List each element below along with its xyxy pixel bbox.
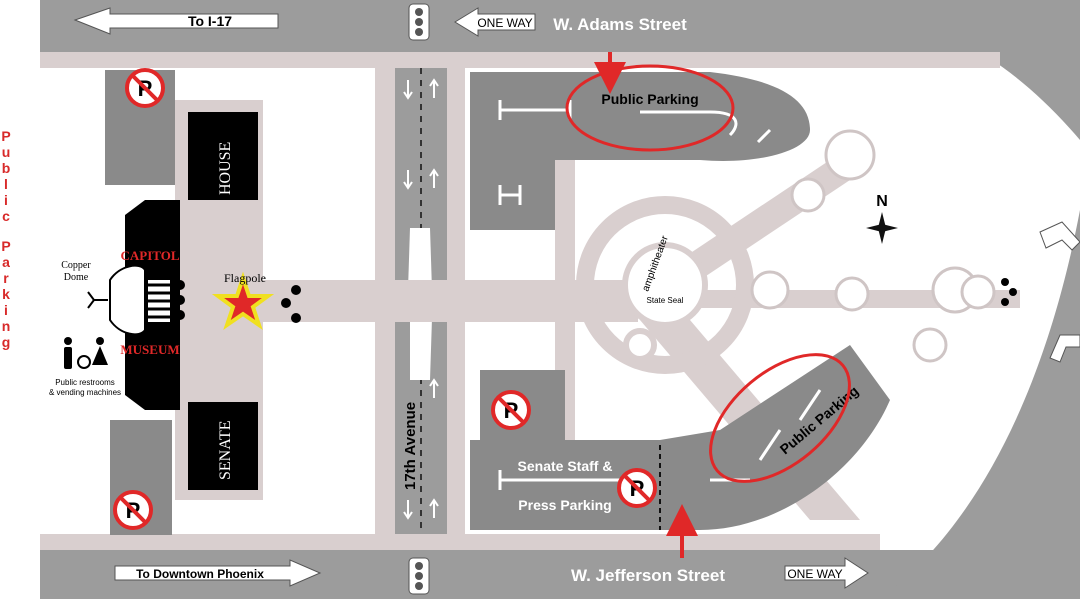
no-parking-sign-1: P	[125, 68, 165, 108]
amphitheater-stage	[622, 242, 708, 328]
title-letter: i	[4, 302, 8, 318]
house-label: HOUSE	[217, 142, 234, 195]
restrooms-label-line2: & vending machines	[49, 388, 121, 397]
state-seal-label: State Seal	[647, 296, 684, 305]
bollards	[281, 278, 1017, 323]
amphitheater-ring	[576, 196, 754, 374]
title-letter: g	[1, 334, 11, 350]
capitol-stair-lines	[148, 283, 170, 319]
title-letter: P	[1, 128, 11, 144]
museum-label: MUSEUM	[120, 342, 179, 357]
title-letter: n	[1, 318, 11, 334]
title-letter: l	[4, 176, 8, 192]
no-parking-sign-3: P	[491, 390, 531, 430]
traffic-light-south	[408, 557, 430, 595]
house-building	[188, 112, 258, 200]
east-road-arrow-south	[1049, 334, 1080, 363]
title-letter: c	[2, 208, 10, 224]
17th-avenue-label: 17th Avenue	[402, 402, 419, 490]
buildings	[109, 112, 258, 490]
one-way-label: ONE WAY	[477, 16, 532, 30]
lot-striping	[498, 100, 822, 490]
northeast-curve-road	[820, 0, 1080, 140]
flagpole-star-icon	[211, 271, 275, 331]
senate-label: SENATE	[217, 420, 234, 480]
no-parking-sign-4: P	[617, 468, 657, 508]
title-letter: P	[1, 238, 11, 254]
to-downtown-label: To Downtown Phoenix	[136, 567, 264, 581]
avenue-lane-markings	[403, 56, 439, 540]
capitol-label: CAPITOL	[121, 248, 180, 263]
copper-dome-label-line1: Copper	[61, 260, 91, 271]
title-letter: k	[2, 286, 10, 302]
senate-building	[188, 402, 258, 490]
no-parking-sign-2: P	[113, 490, 153, 530]
north-arrow-icon: N	[866, 193, 898, 244]
east-curve-road	[880, 210, 1080, 599]
median-island-north	[408, 228, 432, 290]
copper-dome-label-line2: Dome	[64, 272, 89, 283]
restroom-icon	[64, 337, 108, 369]
senate-staff-parking-line1: Senate Staff &	[518, 458, 613, 474]
east-road-arrow-north	[1039, 221, 1080, 251]
title-letter: a	[2, 254, 10, 270]
plaza-fountain	[623, 328, 657, 362]
public-parking-north-label: Public Parking	[601, 91, 698, 107]
public-parking-east-highlight	[709, 353, 851, 483]
title-letter: r	[3, 270, 9, 286]
copper-dome-shape	[109, 264, 146, 336]
one-way-label: ONE WAY	[787, 567, 842, 581]
to-downtown-arrow: To Downtown Phoenix	[114, 559, 322, 587]
south-lot	[470, 345, 890, 530]
to-i17-arrow: To I-17	[73, 7, 279, 35]
title-letter: b	[1, 160, 11, 176]
adams-street-label: W. Adams Street	[553, 15, 687, 34]
flagpole-label: Flagpole	[224, 271, 266, 285]
senate-staff-parking-line2: Press Parking	[518, 497, 611, 513]
public-parking-north-highlight	[565, 64, 735, 152]
one-way-east-sign: ONE WAY	[784, 557, 869, 589]
title-letter: u	[1, 144, 11, 160]
restrooms-label-line1: Public restrooms	[55, 378, 115, 387]
one-way-west-sign: ONE WAY	[454, 7, 536, 37]
median-island-south	[410, 318, 432, 380]
plaza-planters	[750, 129, 996, 363]
north-label: N	[876, 193, 888, 210]
title-letter: i	[4, 192, 8, 208]
traffic-light-north	[408, 3, 430, 41]
to-i17-label: To I-17	[188, 13, 232, 29]
dome-pointer	[87, 291, 108, 309]
jefferson-street-label: W. Jefferson Street	[571, 566, 725, 585]
